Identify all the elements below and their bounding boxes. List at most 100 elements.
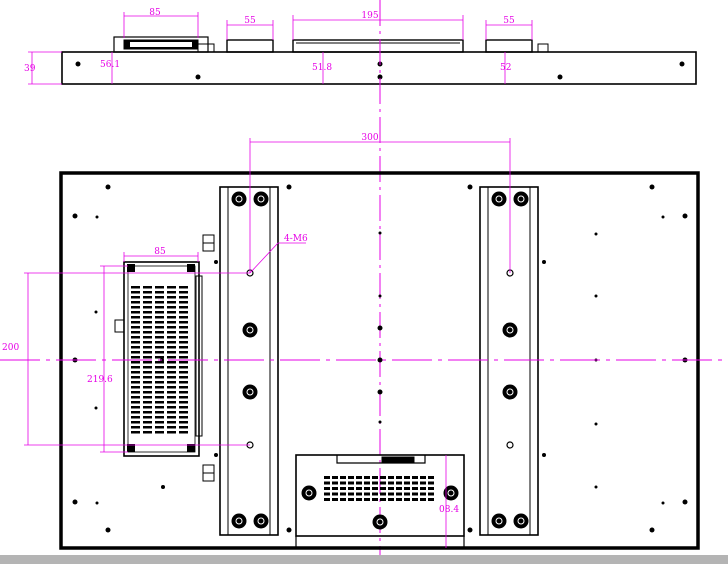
dim-vesa-vertical: 200 bbox=[2, 343, 19, 353]
vent-slot bbox=[131, 401, 140, 404]
top-view-dimension-lines bbox=[28, 12, 533, 85]
vent-slot bbox=[179, 416, 188, 419]
vent-slot bbox=[348, 476, 354, 479]
vent-slot bbox=[396, 487, 402, 490]
vent-slot bbox=[167, 326, 176, 329]
vent-slot bbox=[179, 421, 188, 424]
vent-slot bbox=[155, 386, 164, 389]
vent-slot bbox=[179, 291, 188, 294]
vent-slot bbox=[167, 316, 176, 319]
vent-slot bbox=[155, 416, 164, 419]
vent-slot bbox=[348, 487, 354, 490]
vent-slot bbox=[179, 386, 188, 389]
dim-center-component-width: 195 bbox=[361, 11, 378, 21]
vent-slot bbox=[332, 487, 338, 490]
vent-slot bbox=[155, 316, 164, 319]
cable-clamps bbox=[202, 234, 215, 482]
vent-slot bbox=[179, 341, 188, 344]
vent-slot bbox=[143, 391, 152, 394]
vent-slot bbox=[131, 341, 140, 344]
vent-slot bbox=[324, 481, 330, 485]
vent-slot bbox=[143, 366, 152, 369]
vent-slot bbox=[131, 291, 140, 294]
vent-slot bbox=[340, 476, 346, 479]
top-view-left-connector bbox=[226, 39, 274, 53]
vent-slot bbox=[179, 346, 188, 349]
vent-slot bbox=[131, 371, 140, 374]
vent-slot bbox=[396, 481, 402, 485]
vent-slot bbox=[324, 498, 330, 501]
vent-slot bbox=[179, 371, 188, 374]
dim-board-width: 85 bbox=[154, 247, 166, 257]
vent-slot bbox=[143, 361, 152, 364]
vent-slot bbox=[388, 487, 394, 490]
vent-slot bbox=[155, 401, 164, 404]
vent-slot bbox=[179, 326, 188, 329]
vent-slot bbox=[356, 481, 362, 485]
vent-slot bbox=[167, 391, 176, 394]
vent-slot bbox=[155, 296, 164, 299]
top-view-center-component bbox=[292, 39, 464, 53]
vent-slot bbox=[131, 321, 140, 324]
vent-slot bbox=[324, 492, 330, 496]
vent-slot bbox=[372, 492, 378, 496]
vent-slot bbox=[380, 487, 386, 490]
center-hole bbox=[377, 357, 383, 363]
top-view-dimension-labels: 85 55 195 55 39 56.1 51.8 52 bbox=[24, 8, 515, 74]
vent-slot bbox=[372, 481, 378, 485]
vent-slot bbox=[155, 346, 164, 349]
vent-slot bbox=[143, 376, 152, 379]
vent-slot bbox=[364, 492, 370, 496]
vent-slot bbox=[155, 431, 164, 434]
vent-slot bbox=[179, 431, 188, 434]
vent-slot bbox=[131, 366, 140, 369]
status-bar bbox=[0, 555, 728, 564]
vent-slot bbox=[155, 366, 164, 369]
vent-slot bbox=[364, 498, 370, 501]
vent-slot bbox=[155, 391, 164, 394]
dim-left-component-width: 85 bbox=[149, 8, 161, 18]
vent-slot bbox=[412, 481, 418, 485]
vent-slot bbox=[179, 406, 188, 409]
vent-slot bbox=[179, 381, 188, 384]
vent-slot bbox=[356, 487, 362, 490]
vent-slot bbox=[131, 376, 140, 379]
vent-slot bbox=[131, 331, 140, 334]
vent-slot bbox=[167, 311, 176, 314]
vent-slot bbox=[167, 431, 176, 434]
vent-slot bbox=[143, 381, 152, 384]
vent-slot bbox=[372, 476, 378, 479]
vent-slot bbox=[143, 321, 152, 324]
vent-slot bbox=[404, 476, 410, 479]
vent-slot bbox=[340, 492, 346, 496]
vent-slot bbox=[179, 361, 188, 364]
vent-slot bbox=[179, 411, 188, 414]
vent-slot bbox=[155, 396, 164, 399]
vent-slot bbox=[420, 498, 426, 501]
vent-slot bbox=[131, 326, 140, 329]
box-vent-grille bbox=[324, 476, 434, 501]
vent-slot bbox=[131, 306, 140, 309]
vent-slot bbox=[167, 346, 176, 349]
vent-slot bbox=[167, 426, 176, 429]
vent-slot bbox=[380, 476, 386, 479]
front-view-dimension-labels: 300 200 4-M6 85 219.6 08.4 bbox=[2, 133, 459, 515]
vent-slot bbox=[131, 421, 140, 424]
vent-slot bbox=[179, 351, 188, 354]
vent-slot bbox=[131, 311, 140, 314]
vent-slot bbox=[155, 321, 164, 324]
top-view-holes bbox=[75, 61, 685, 80]
vent-slot bbox=[155, 336, 164, 339]
dim-left-height: 56.1 bbox=[100, 60, 120, 70]
right-mounting-bracket bbox=[479, 186, 539, 536]
vent-slot bbox=[167, 296, 176, 299]
vent-slot bbox=[131, 346, 140, 349]
vent-slot bbox=[155, 286, 164, 289]
vent-slot bbox=[143, 291, 152, 294]
vent-slot bbox=[420, 492, 426, 496]
vent-slot bbox=[131, 386, 140, 389]
vent-slot bbox=[131, 361, 140, 364]
left-mounting-bracket bbox=[219, 186, 279, 536]
vent-slot bbox=[332, 492, 338, 496]
vent-slot bbox=[167, 416, 176, 419]
